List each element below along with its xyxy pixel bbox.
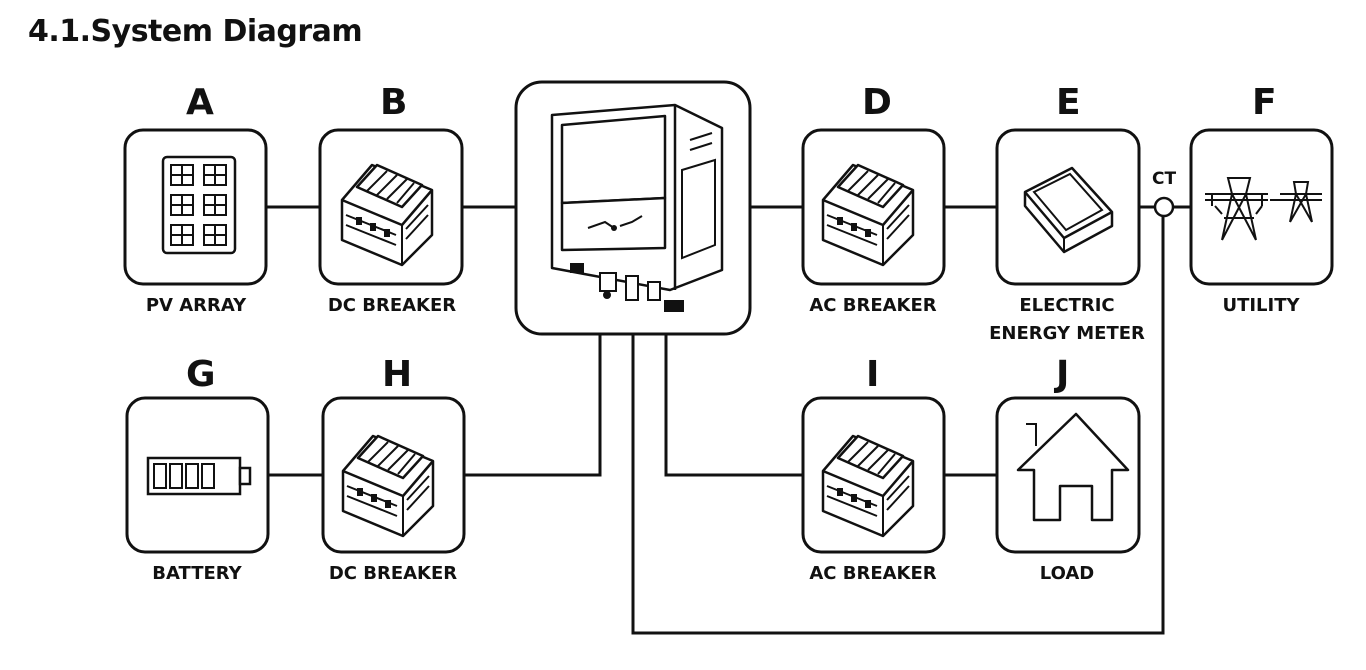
component-g-battery: G BATTERY bbox=[125, 354, 270, 584]
component-label: BATTERY bbox=[152, 563, 242, 584]
component-e-energy-meter: E ELECTRIC ENERGY METER bbox=[989, 82, 1145, 344]
component-label-line1: ELECTRIC bbox=[1019, 295, 1114, 316]
component-letter: A bbox=[186, 82, 214, 123]
component-label: AC BREAKER bbox=[809, 563, 936, 584]
component-j-load: J LOAD bbox=[995, 354, 1141, 584]
component-label: PV ARRAY bbox=[146, 295, 247, 316]
component-a-pv-array: A PV ARRAY bbox=[123, 82, 268, 316]
component-letter: H bbox=[382, 354, 412, 395]
component-b-dc-breaker: B DC BREAKER bbox=[318, 82, 464, 316]
ct-label: CT bbox=[1152, 169, 1176, 189]
component-label: LOAD bbox=[1040, 563, 1095, 584]
component-letter: J bbox=[1053, 354, 1069, 395]
component-d-ac-breaker: D AC BREAKER bbox=[801, 82, 946, 316]
component-letter: F bbox=[1252, 82, 1277, 123]
component-label: DC BREAKER bbox=[329, 563, 457, 584]
component-letter: G bbox=[186, 354, 216, 395]
component-letter: D bbox=[862, 82, 892, 123]
component-letter: B bbox=[380, 82, 407, 123]
component-label: UTILITY bbox=[1222, 295, 1300, 316]
component-letter: I bbox=[866, 354, 879, 395]
component-h-dc-breaker: H DC BREAKER bbox=[321, 354, 466, 584]
component-i-ac-breaker: I AC BREAKER bbox=[801, 354, 946, 584]
ct-sensor: CT bbox=[1152, 169, 1176, 218]
component-letter: E bbox=[1056, 82, 1081, 123]
component-label: DC BREAKER bbox=[328, 295, 456, 316]
component-f-utility: F UTILITY bbox=[1189, 82, 1334, 316]
solar-panel-icon bbox=[161, 155, 237, 255]
energy-meter-icon bbox=[1023, 166, 1114, 254]
component-label: AC BREAKER bbox=[809, 295, 936, 316]
house-icon bbox=[1016, 412, 1130, 522]
page-title: 4.1.System Diagram bbox=[28, 14, 363, 49]
component-inverter bbox=[514, 80, 752, 336]
utility-tower-icon bbox=[1205, 177, 1322, 241]
wiring bbox=[266, 205, 1191, 635]
battery-icon bbox=[146, 456, 252, 496]
component-label-line2: ENERGY METER bbox=[989, 323, 1145, 344]
inverter-icon bbox=[550, 103, 724, 312]
